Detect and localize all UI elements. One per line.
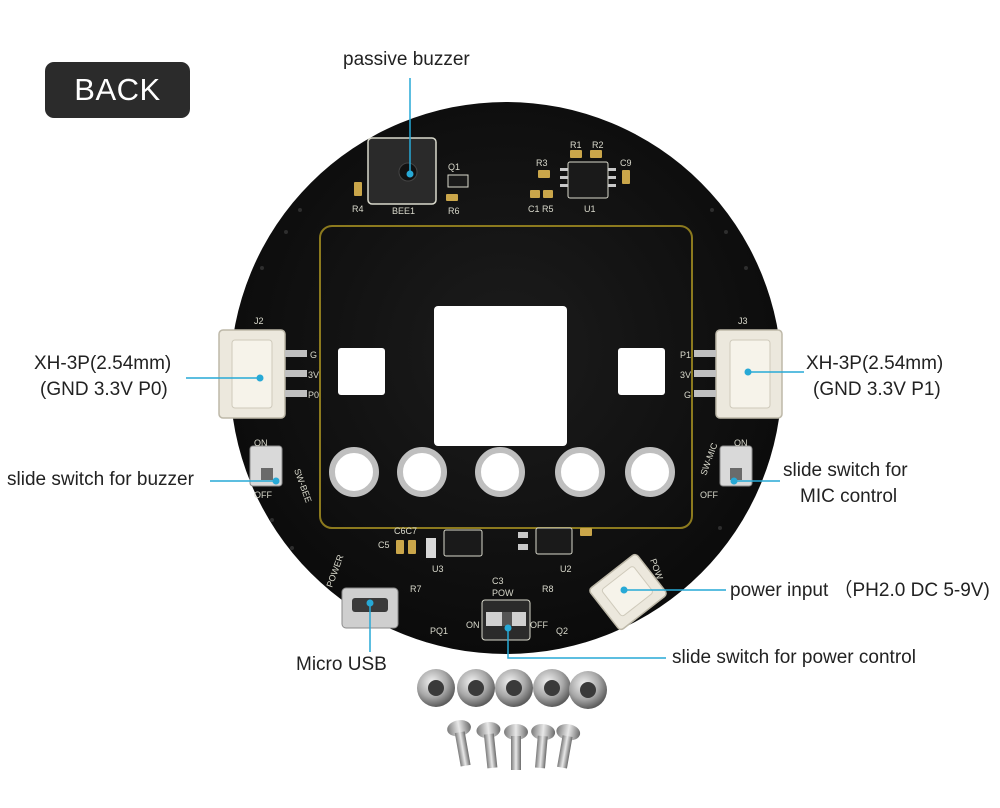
svg-text:R2: R2 bbox=[592, 140, 604, 150]
svg-text:G: G bbox=[684, 390, 691, 400]
callout-buzzer-switch: slide switch for buzzer bbox=[7, 469, 194, 490]
callout-right-connector-type: XH-3P(2.54mm) bbox=[806, 353, 944, 374]
svg-text:3V: 3V bbox=[680, 370, 691, 380]
svg-text:R3: R3 bbox=[536, 158, 548, 168]
left-window bbox=[338, 348, 385, 395]
svg-text:ON: ON bbox=[734, 438, 748, 448]
power-slide-switch bbox=[481, 599, 531, 641]
smd-parts bbox=[354, 150, 630, 554]
svg-text:R4: R4 bbox=[352, 204, 364, 214]
svg-text:OFF: OFF bbox=[530, 620, 548, 630]
svg-text:C9: C9 bbox=[620, 158, 632, 168]
ring-pads bbox=[329, 447, 675, 497]
svg-text:C1: C1 bbox=[528, 204, 540, 214]
back-button[interactable]: BACK bbox=[45, 62, 190, 118]
callout-passive-buzzer: passive buzzer bbox=[343, 49, 470, 70]
svg-text:R8: R8 bbox=[542, 584, 554, 594]
callout-power-switch: slide switch for power control bbox=[672, 647, 916, 668]
svg-text:Q2: Q2 bbox=[556, 626, 568, 636]
callout-left-connector-type: XH-3P(2.54mm) bbox=[34, 353, 172, 374]
svg-text:3V: 3V bbox=[308, 370, 319, 380]
power-input-connector bbox=[589, 553, 667, 631]
callout-right-connector-pins: (GND 3.3V P1) bbox=[813, 379, 941, 400]
svg-text:G: G bbox=[310, 350, 317, 360]
svg-text:OFF: OFF bbox=[254, 490, 272, 500]
svg-text:PQ1: PQ1 bbox=[430, 626, 448, 636]
right-window bbox=[618, 348, 665, 395]
svg-text:OFF: OFF bbox=[700, 490, 718, 500]
callout-mic-switch-line1: slide switch for bbox=[783, 460, 908, 481]
svg-text:BEE1: BEE1 bbox=[392, 206, 415, 216]
callout-mic-switch-line2: MIC control bbox=[800, 486, 898, 507]
svg-text:U2: U2 bbox=[560, 564, 572, 574]
callout-lines bbox=[186, 78, 804, 659]
callout-dots bbox=[256, 170, 752, 632]
svg-text:R6: R6 bbox=[448, 206, 460, 216]
callout-left-connector-pins: (GND 3.3V P0) bbox=[40, 379, 168, 400]
svg-text:POW: POW bbox=[492, 588, 514, 598]
svg-text:J2: J2 bbox=[254, 316, 264, 326]
standoff-nuts bbox=[417, 669, 607, 709]
passive-buzzer bbox=[367, 137, 437, 205]
svg-text:R1: R1 bbox=[570, 140, 582, 150]
svg-text:J3: J3 bbox=[738, 316, 748, 326]
mic-slide-switch bbox=[719, 445, 753, 487]
screws bbox=[447, 720, 581, 770]
callout-micro-usb: Micro USB bbox=[296, 654, 387, 675]
svg-text:R5: R5 bbox=[542, 204, 554, 214]
connector-j2 bbox=[218, 329, 307, 419]
board-vias bbox=[260, 208, 748, 550]
callout-power-input: power input （PH2.0 DC 5-9V) bbox=[730, 580, 990, 601]
svg-text:ON: ON bbox=[466, 620, 480, 630]
buzzer-slide-switch bbox=[249, 445, 283, 487]
silkscreen: J2 J3 G 3V P0 P1 3V G BEE1 Q1 R4 R6 R3 R… bbox=[254, 140, 748, 636]
svg-text:U1: U1 bbox=[584, 204, 596, 214]
svg-text:C3: C3 bbox=[492, 576, 504, 586]
svg-text:ON: ON bbox=[254, 438, 268, 448]
svg-text:U3: U3 bbox=[432, 564, 444, 574]
svg-text:C6C7: C6C7 bbox=[394, 526, 417, 536]
regulators bbox=[426, 527, 573, 558]
pcb-board: J2 J3 G 3V P0 P1 3V G BEE1 Q1 R4 R6 R3 R… bbox=[218, 102, 783, 654]
svg-text:R7: R7 bbox=[410, 584, 422, 594]
svg-text:C5: C5 bbox=[378, 540, 390, 550]
svg-text:Q1: Q1 bbox=[448, 162, 460, 172]
center-window bbox=[434, 306, 567, 446]
svg-text:P1: P1 bbox=[680, 350, 691, 360]
svg-text:P0: P0 bbox=[308, 390, 319, 400]
ic-u1 bbox=[560, 161, 616, 199]
